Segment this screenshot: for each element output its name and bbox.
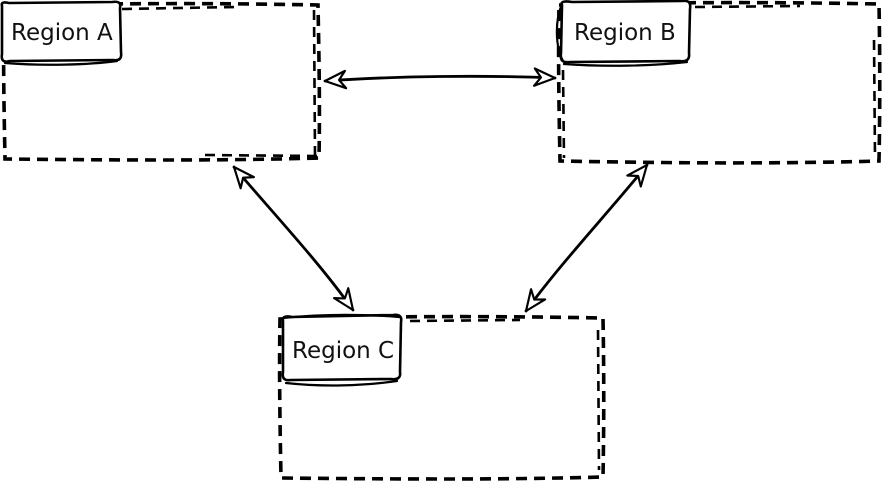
arrow-b-c <box>524 163 649 313</box>
region-a-label: Region A <box>11 20 113 46</box>
region-b-boundary-echo <box>561 4 877 159</box>
region-a-label-box-echo <box>3 59 119 66</box>
region-b-label-box <box>559 0 692 64</box>
region-a-boundary-echo <box>121 5 319 158</box>
region-b-boundary <box>556 0 882 165</box>
region-c-label-box-echo <box>281 313 401 387</box>
region-c-boundary <box>277 314 606 481</box>
arrow-a-b <box>323 67 557 90</box>
region-b-label: Region B <box>574 20 676 46</box>
region-b-label-box-echo <box>555 2 689 67</box>
region-c-boundary-echo <box>409 318 601 471</box>
arrow-a-c <box>232 165 355 312</box>
region-c-label: Region C <box>292 338 394 364</box>
region-a-boundary <box>1 1 322 162</box>
region-a-label-box <box>0 0 123 63</box>
